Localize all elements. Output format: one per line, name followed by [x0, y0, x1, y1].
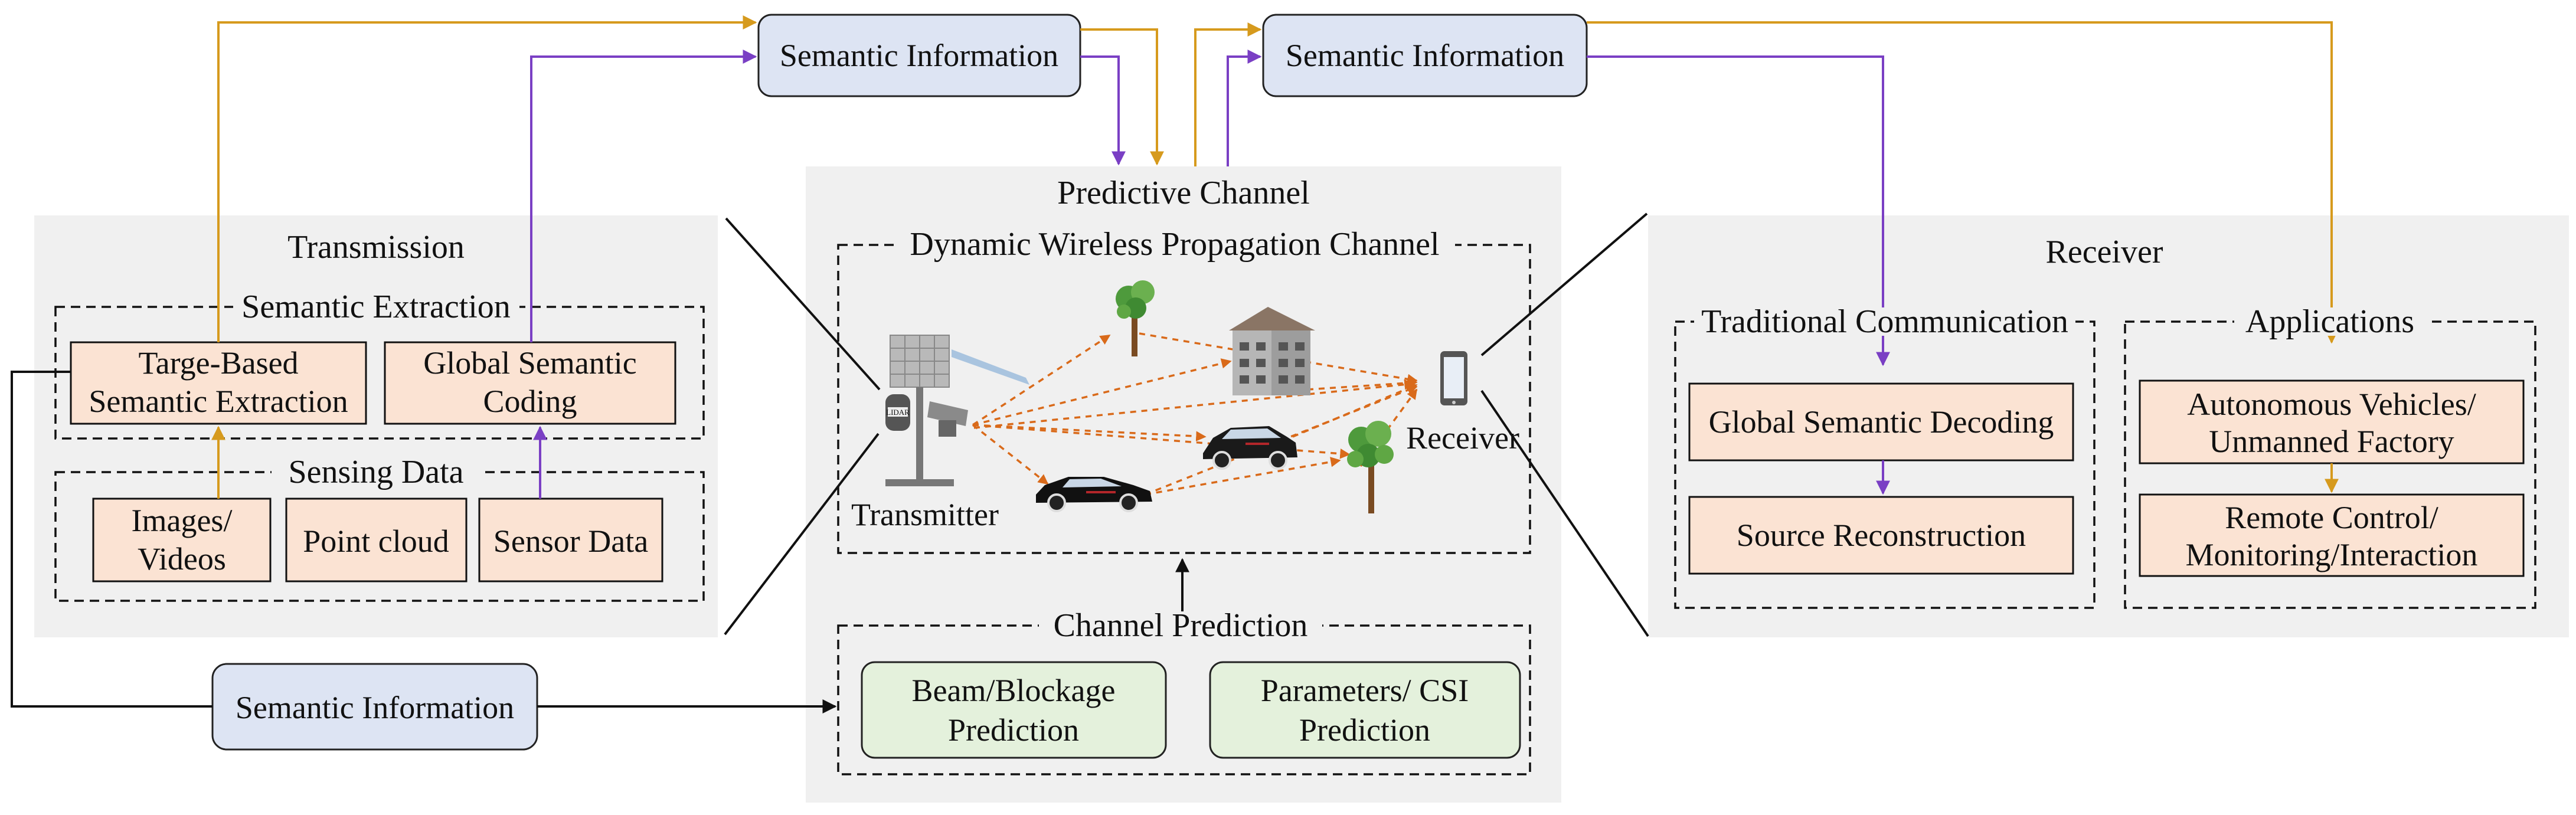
zoom-line-rx-bottom	[1480, 390, 1649, 637]
flow-channel-to-semantic-orange	[1194, 22, 1262, 166]
transmission-title: Transmission	[287, 229, 465, 266]
receiver-device-label: Receiver	[1406, 420, 1519, 456]
channel-prediction-title: Channel Prediction	[1054, 607, 1308, 644]
autonomous-vehicles-box	[2139, 379, 2525, 464]
targe-based-line2: Semantic Extraction	[89, 384, 348, 419]
parameters-csi-prediction-box	[1209, 661, 1521, 759]
targe-based-semantic-extraction-box	[70, 341, 367, 425]
parameters-csi-line1: Parameters/ CSI	[1261, 673, 1469, 708]
transmitter-label: Transmitter	[851, 497, 999, 532]
autonomous-vehicles-line1: Autonomous Vehicles/	[2187, 387, 2476, 422]
semantic-information-bottom-label: Semantic Information	[236, 690, 514, 725]
flow-extraction-to-bottom-semantic	[11, 371, 213, 708]
flow-semantic-to-channel-orange	[1080, 28, 1164, 166]
beam-blockage-prediction-box	[861, 661, 1167, 759]
parameters-csi-line2: Prediction	[1299, 712, 1430, 748]
flow-channel-to-semantic-purple	[1227, 50, 1262, 166]
point-cloud-box	[285, 497, 468, 582]
zoom-line-tx-top	[725, 217, 881, 391]
source-reconstruction-label: Source Reconstruction	[1737, 518, 2026, 553]
global-semantic-coding-box	[384, 341, 676, 425]
building-icon	[1229, 307, 1315, 395]
global-semantic-decoding-box	[1688, 382, 2074, 461]
car-icon	[1203, 426, 1297, 470]
sensing-data-title: Sensing Data	[288, 454, 463, 490]
semantic-extraction-title: Semantic Extraction	[241, 289, 511, 325]
targe-based-line1: Targe-Based	[138, 345, 298, 381]
flow-coding-to-semantic-purple	[530, 50, 757, 342]
autonomous-vehicles-line2: Unmanned Factory	[2209, 424, 2454, 459]
semantic-information-top-right-label: Semantic Information	[1286, 38, 1564, 73]
source-reconstruction-box	[1688, 496, 2074, 575]
global-semantic-decoding-label: Global Semantic Decoding	[1709, 404, 2054, 440]
traditional-communication-group	[1674, 320, 2096, 609]
remote-control-box	[2139, 493, 2525, 577]
sensing-data-label-bg	[272, 458, 481, 486]
phone-icon	[1440, 351, 1467, 405]
dynamic-channel-title: Dynamic Wireless Propagation Channel	[910, 226, 1439, 263]
remote-control-line1: Remote Control/	[2225, 500, 2438, 535]
receiver-title: Receiver	[2046, 234, 2163, 270]
traditional-communication-label-bg	[1694, 307, 2075, 336]
point-cloud-label: Point cloud	[303, 523, 449, 559]
flow-semantic-to-applications-orange	[1587, 21, 2339, 344]
global-semantic-coding-line1: Global Semantic	[423, 345, 636, 381]
remote-control-line2: Monitoring/Interaction	[2186, 537, 2478, 572]
semantic-extraction-label-bg	[233, 293, 519, 321]
traditional-communication-title: Traditional Communication	[1701, 303, 2068, 340]
lidar-label: LIDAR	[886, 408, 910, 417]
transmitter-icon: LIDAR	[885, 335, 1029, 486]
images-videos-box	[92, 497, 272, 582]
tree-icon	[1347, 421, 1394, 513]
sensor-data-label: Sensor Data	[493, 523, 648, 559]
beam-blockage-line1: Beam/Blockage	[912, 673, 1116, 708]
dynamic-channel-label-bg	[894, 230, 1455, 258]
predictive-channel-title: Predictive Channel	[1057, 175, 1310, 211]
zoom-line-tx-bottom	[724, 433, 880, 636]
applications-label-bg	[2234, 307, 2426, 336]
flow-extraction-to-semantic-orange	[217, 15, 757, 342]
sensor-data-box	[478, 497, 663, 582]
applications-title: Applications	[2245, 303, 2414, 340]
global-semantic-coding-line2: Coding	[483, 384, 577, 419]
images-videos-line2: Videos	[138, 541, 226, 577]
beam-blockage-line2: Prediction	[948, 712, 1079, 748]
semantic-information-top-left-label: Semantic Information	[780, 38, 1058, 73]
flow-semantic-to-decoding-purple	[1587, 55, 1890, 366]
images-videos-line1: Images/	[132, 503, 233, 538]
flow-semantic-to-channel-purple	[1080, 55, 1126, 166]
car-icon	[1036, 477, 1152, 512]
tree-icon	[1116, 280, 1155, 356]
zoom-line-rx-top	[1480, 212, 1648, 356]
channel-prediction-label-bg	[1039, 611, 1322, 640]
